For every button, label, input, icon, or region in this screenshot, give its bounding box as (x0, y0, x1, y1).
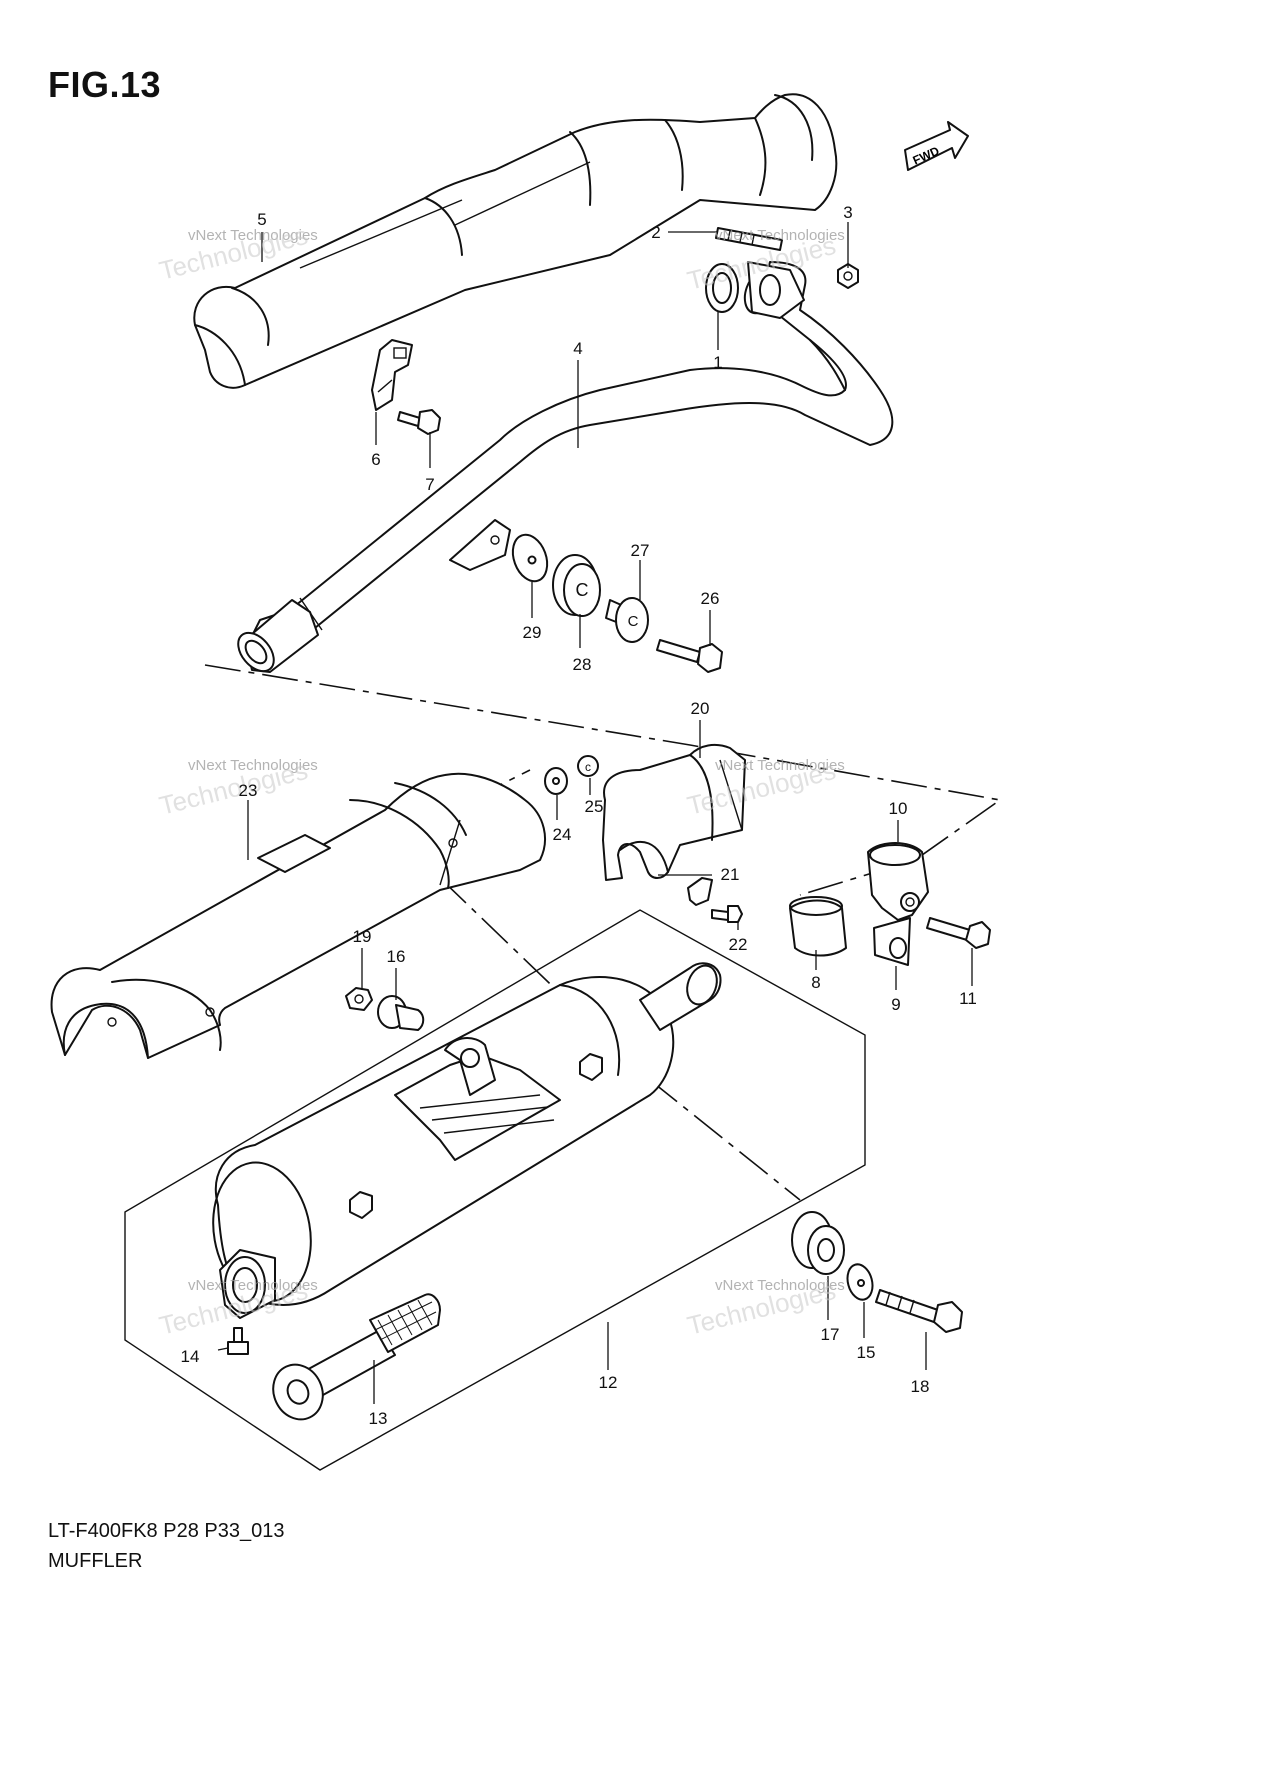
diagram-name: MUFFLER (48, 1550, 143, 1572)
part-19-nut (345, 987, 373, 1011)
part-8-bush (789, 896, 847, 957)
callout-13: 13 (369, 1409, 388, 1428)
callout-16: 16 (387, 947, 406, 966)
callout-7: 7 (425, 475, 434, 494)
callout-10: 10 (889, 799, 908, 818)
callout-15: 15 (857, 1343, 876, 1362)
svg-text:C: C (628, 613, 639, 630)
callout-17: 17 (821, 1325, 840, 1344)
part-6-bracket (371, 339, 413, 411)
part-14-screw (227, 1327, 249, 1355)
callout-23: 23 (239, 781, 258, 800)
callout-11: 11 (959, 989, 977, 1008)
part-11-bolt (926, 917, 991, 949)
callout-24: 24 (553, 825, 572, 844)
part-26-bolt (656, 639, 723, 673)
figure-title: FIG.13 (48, 64, 162, 105)
part-22-screw (711, 905, 743, 923)
part-24-washer (544, 767, 568, 795)
part-21-clip (687, 877, 713, 906)
part-17-grommet (791, 1211, 845, 1275)
watermark-text: vNext Technologies (715, 757, 845, 774)
part-23-muffler-heat-shield (50, 772, 546, 1059)
callout-numbers: 5 2 3 1 4 6 7 29 28 27 26 20 21 22 8 9 1… (181, 203, 977, 1428)
watermark-text: vNext Technologies (188, 227, 318, 244)
part-13-spark-arrester (272, 1293, 441, 1421)
callout-leader-lines (217, 222, 973, 1404)
part-12-muffler-body (124, 909, 866, 1471)
callout-4: 4 (573, 339, 582, 358)
callout-6: 6 (371, 450, 380, 469)
part-29-washer (511, 533, 549, 583)
callout-3: 3 (843, 203, 852, 222)
part-15-washer (846, 1263, 874, 1301)
callout-14: 14 (181, 1347, 200, 1366)
watermark-text: vNext Technologies (188, 1277, 318, 1294)
callout-26: 26 (701, 589, 720, 608)
callout-2: 2 (651, 223, 660, 242)
callout-19: 19 (353, 927, 372, 946)
callout-20: 20 (691, 699, 710, 718)
part-27-collar: C (605, 597, 649, 643)
watermark-text: vNext Technologies (715, 1277, 845, 1294)
callout-9: 9 (891, 995, 900, 1014)
watermark-text: vNext Technologies (715, 227, 845, 244)
callout-1: 1 (713, 353, 722, 372)
callout-18: 18 (911, 1377, 930, 1396)
callout-8: 8 (811, 973, 820, 992)
diagram-code: LT-F400FK8 P28 P33_013 (48, 1520, 285, 1542)
callout-29: 29 (523, 623, 542, 642)
part-18-bolt (875, 1289, 963, 1333)
part-9-collar (873, 917, 911, 966)
part-2-stud-bolt (715, 227, 783, 251)
callout-25: 25 (585, 797, 604, 816)
svg-text:c: c (585, 760, 591, 774)
part-4-exhaust-pipe (237, 261, 894, 673)
part-25-nut: c (577, 755, 599, 777)
callout-5: 5 (257, 210, 266, 229)
part-20-tail-pipe-cover (602, 743, 746, 881)
callout-21: 21 (721, 865, 740, 884)
part-16-collar (377, 995, 425, 1031)
callout-27: 27 (631, 541, 650, 560)
forward-direction-arrow: FWD (904, 121, 969, 171)
callout-28: 28 (573, 655, 592, 674)
callout-12: 12 (599, 1373, 618, 1392)
part-5-upper-heat-shield (193, 93, 838, 389)
part-7-bolt (397, 409, 441, 435)
svg-text:C: C (576, 580, 589, 600)
part-28-grommet: C (552, 554, 601, 617)
callout-22: 22 (729, 935, 748, 954)
part-10-clamp (867, 842, 929, 921)
part-1-gasket (705, 263, 739, 313)
watermark-text: vNext Technologies (188, 757, 318, 774)
